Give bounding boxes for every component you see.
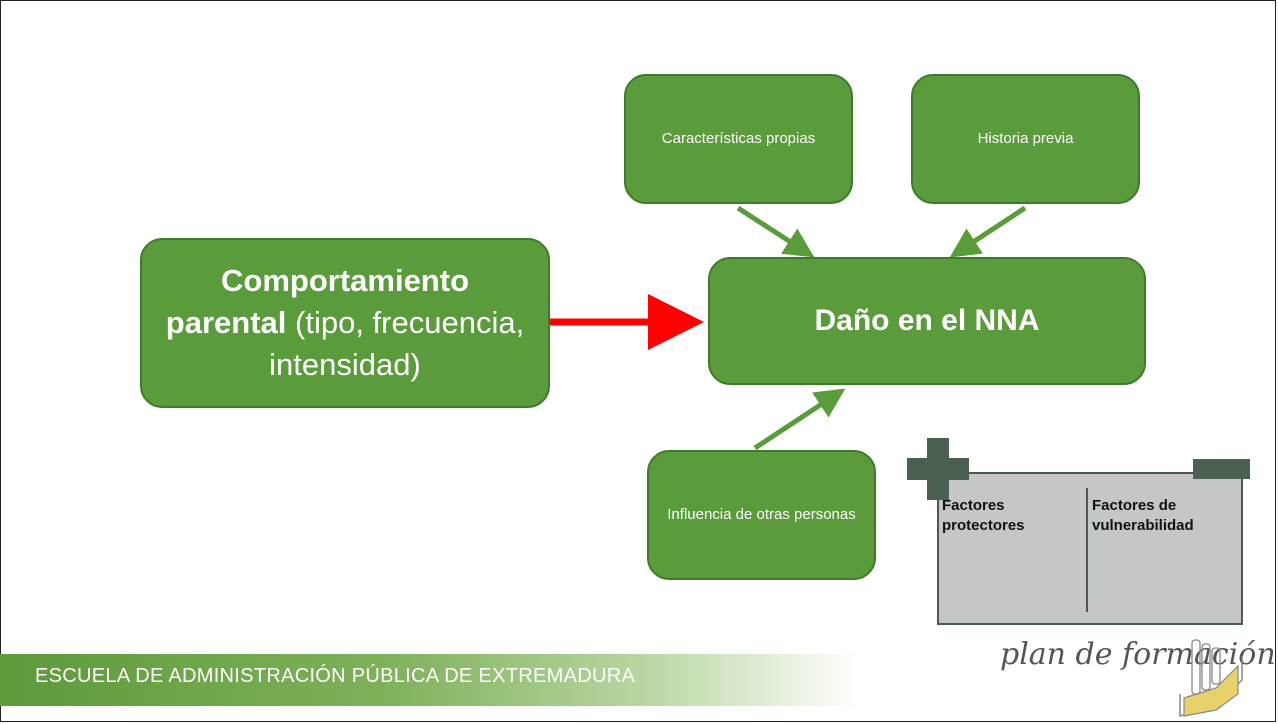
battery-divider	[1086, 488, 1088, 612]
battery-minus-icon	[1193, 459, 1250, 479]
battery-right-label: Factores de vulnerabilidad	[1092, 497, 1194, 534]
building-columns-icon	[1179, 639, 1243, 717]
caracteristicas-label: Características propias	[661, 130, 816, 147]
box-historia-previa: Historia previa	[911, 74, 1140, 204]
footer-logo-text: plan de formación	[1000, 637, 1276, 672]
main-box-rest: (tipo, frecuencia, intensidad)	[269, 305, 525, 382]
battery-plus-icon-vertical	[927, 438, 949, 500]
influencia-label: Influencia de otras personas	[667, 506, 856, 523]
historia-label: Historia previa	[977, 130, 1074, 147]
arrow-historia	[949, 205, 1027, 258]
box-comportamiento-parental: Comportamiento parental (tipo, frecuenci…	[140, 238, 550, 408]
battery-body	[937, 472, 1243, 625]
footer-band	[0, 654, 860, 706]
battery-left-label: Factores protectores	[942, 497, 1025, 534]
box-dano-nna: Daño en el NNA	[708, 257, 1146, 385]
arrow-influencia	[753, 388, 846, 451]
box-influencia: Influencia de otras personas	[647, 450, 876, 580]
arrow-caracteristicas	[736, 205, 815, 258]
box-caracteristicas-propias: Características propias	[624, 74, 853, 204]
main-box-bold: Comportamiento parental	[165, 263, 469, 340]
center-box-label: Daño en el NNA	[814, 304, 1040, 337]
footer-institution: ESCUELA DE ADMINISTRACIÓN PÚBLICA DE EXT…	[35, 665, 636, 687]
